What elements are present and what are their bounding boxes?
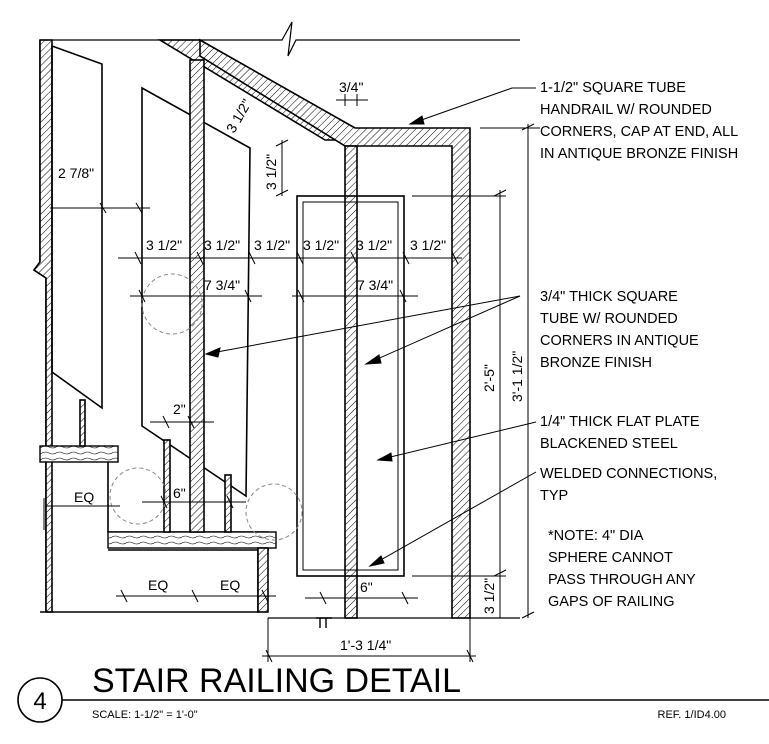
dim-6-right: 6" <box>360 579 373 595</box>
dim-6-left: 6" <box>173 485 186 501</box>
dim-7-3-4-left: 7 3/4" <box>204 277 240 293</box>
leaders <box>204 87 537 567</box>
dim-row-5: 3 1/2" <box>356 237 392 253</box>
page-title: STAIR RAILING DETAIL <box>92 662 461 700</box>
scale-label: SCALE: 1-1/2" = 1'-0" <box>92 709 198 721</box>
dim-1-3-1-4: 1'-3 1/4" <box>340 637 391 653</box>
break-line <box>40 21 520 57</box>
dim-7-3-4-right: 7 3/4" <box>357 277 393 293</box>
dim-row-3: 3 1/2" <box>254 237 290 253</box>
tread-upper <box>39 445 119 463</box>
dim-2-7-8: 2 7/8" <box>58 165 94 181</box>
detail-number: 4 <box>33 688 46 715</box>
note-tube-4: BRONZE FINISH <box>540 355 652 371</box>
dim-3-1-2-vert: 3 1/2" <box>263 154 279 190</box>
reference-label: REF. 1/ID4.00 <box>658 709 726 721</box>
dim-eq-1: EQ <box>74 489 94 505</box>
dim-row-2: 3 1/2" <box>204 237 240 253</box>
dim-2-5: 2'-5" <box>481 364 497 392</box>
note-tube-3: CORNERS IN ANTIQUE <box>540 333 699 349</box>
note-sphere-2: SPHERE CANNOT <box>548 550 673 566</box>
note-handrail-3: CORNERS, CAP AT END, ALL <box>540 124 738 140</box>
dim-3-1-2-diag: 3 1/2" <box>223 96 255 135</box>
note-handrail-1: 1-1/2" SQUARE TUBE <box>540 80 686 96</box>
handrail-frame <box>199 38 520 628</box>
dim-2: 2" <box>173 401 186 417</box>
sphere-circles <box>109 273 303 541</box>
note-tube-2: TUBE W/ ROUNDED <box>540 311 678 327</box>
note-sphere-3: PASS THROUGH ANY <box>548 572 696 588</box>
note-plate-2: BLACKENED STEEL <box>540 436 678 452</box>
note-handrail-2: HANDRAIL W/ ROUNDED <box>540 102 712 118</box>
note-handrail-4: IN ANTIQUE BRONZE FINISH <box>540 146 738 162</box>
note-plate-1: 1/4" THICK FLAT PLATE <box>540 414 700 430</box>
dim-row-6: 3 1/2" <box>410 237 446 253</box>
note-sphere-4: GAPS OF RAILING <box>548 594 675 610</box>
title-block: 4 STAIR RAILING DETAIL SCALE: 1-1/2" = 1… <box>17 662 769 723</box>
note-welded-1: WELDED CONNECTIONS, <box>540 466 717 482</box>
dim-eq-3: EQ <box>220 577 240 593</box>
dimension-lines <box>43 94 540 663</box>
dim-3-4: 3/4" <box>339 79 363 95</box>
dim-eq-2: EQ <box>148 577 168 593</box>
tread-lower <box>107 531 277 549</box>
notes: 1-1/2" SQUARE TUBE HANDRAIL W/ ROUNDED C… <box>540 80 738 610</box>
dim-row-4: 3 1/2" <box>303 237 339 253</box>
note-tube-1: 3/4" THICK SQUARE <box>540 289 678 305</box>
note-sphere-1: *NOTE: 4" DIA <box>548 528 644 544</box>
dim-3-1-1-2: 3'-1 1/2" <box>509 351 525 402</box>
dim-3-1-2-bottom: 3 1/2" <box>481 578 497 614</box>
dim-row-1: 3 1/2" <box>146 237 182 253</box>
post-center <box>344 145 358 619</box>
flat-plate <box>296 195 405 577</box>
note-welded-2: TYP <box>540 488 568 504</box>
